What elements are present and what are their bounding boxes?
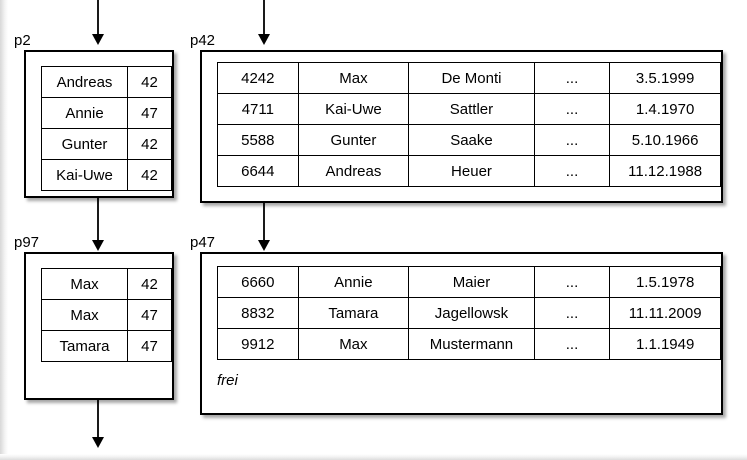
- table-row[interactable]: Kai-Uwe 42: [41, 159, 172, 191]
- cell-id: 4711: [217, 93, 299, 125]
- cell-lastname: Sattler: [408, 93, 535, 125]
- cell-more: ...: [533, 155, 611, 187]
- cell-more: ...: [533, 297, 611, 329]
- cell-name: Gunter: [41, 128, 128, 160]
- arrow-into-p42: [257, 0, 271, 47]
- cell-id: 9912: [217, 328, 299, 360]
- cell-id: 4242: [217, 62, 299, 94]
- cell-id: 8832: [217, 297, 299, 329]
- table-row[interactable]: Annie 47: [41, 97, 172, 129]
- table-row[interactable]: Gunter 42: [41, 128, 172, 160]
- cell-value: 42: [127, 128, 172, 160]
- cell-name: Max: [41, 299, 128, 331]
- cell-value: 42: [127, 159, 172, 191]
- cell-firstname: Max: [297, 328, 410, 360]
- table-row[interactable]: Max 47: [41, 299, 172, 331]
- arrow-p2-to-p97: [91, 197, 105, 253]
- page-box-p47[interactable]: 6660 Annie Maier ... 1.5.1978 8832 Tamar…: [200, 252, 723, 415]
- cell-id: 5588: [217, 124, 299, 156]
- cell-name: Max: [41, 268, 128, 300]
- table-row[interactable]: Max 42: [41, 268, 172, 300]
- page-box-p97[interactable]: Max 42 Max 47 Tamara 47: [24, 252, 174, 400]
- cell-value: 42: [127, 66, 172, 98]
- cell-name: Tamara: [41, 330, 128, 362]
- cell-date: 11.11.2009: [609, 297, 721, 329]
- cell-firstname: Max: [297, 62, 410, 94]
- cell-name: Andreas: [41, 66, 128, 98]
- table-row[interactable]: 5588 Gunter Saake ... 5.10.1966: [217, 124, 721, 156]
- cell-more: ...: [533, 266, 611, 298]
- cell-lastname: Saake: [408, 124, 535, 156]
- cell-value: 47: [127, 299, 172, 331]
- arrow-out-of-p97: [91, 397, 105, 450]
- page-box-p2[interactable]: Andreas 42 Annie 47 Gunter 42 Kai-Uwe 42: [24, 50, 174, 198]
- page-label-p42: p42: [190, 32, 216, 49]
- cell-id: 6644: [217, 155, 299, 187]
- cell-date: 3.5.1999: [609, 62, 721, 94]
- table-p42: 4242 Max De Monti ... 3.5.1999 4711 Kai-…: [217, 62, 721, 187]
- cell-firstname: Andreas: [297, 155, 410, 187]
- cell-firstname: Gunter: [297, 124, 410, 156]
- cell-lastname: Mustermann: [408, 328, 535, 360]
- table-row[interactable]: 8832 Tamara Jagellowsk ... 11.11.2009: [217, 297, 721, 329]
- page-label-p97: p97: [14, 234, 40, 251]
- cell-name: Kai-Uwe: [41, 159, 128, 191]
- table-p47: 6660 Annie Maier ... 1.5.1978 8832 Tamar…: [217, 266, 721, 360]
- page-edge-bottom: [0, 454, 747, 460]
- cell-more: ...: [533, 93, 611, 125]
- page-edge-left: [0, 0, 8, 460]
- cell-more: ...: [533, 124, 611, 156]
- cell-value: 47: [127, 97, 172, 129]
- table-row[interactable]: 6660 Annie Maier ... 1.5.1978: [217, 266, 721, 298]
- table-row[interactable]: Tamara 47: [41, 330, 172, 362]
- cell-date: 1.5.1978: [609, 266, 721, 298]
- cell-firstname: Kai-Uwe: [297, 93, 410, 125]
- page-label-p47: p47: [190, 234, 216, 251]
- table-p97: Max 42 Max 47 Tamara 47: [41, 268, 172, 362]
- cell-name: Annie: [41, 97, 128, 129]
- cell-more: ...: [533, 62, 611, 94]
- table-row[interactable]: 4711 Kai-Uwe Sattler ... 1.4.1970: [217, 93, 721, 125]
- table-row[interactable]: Andreas 42: [41, 66, 172, 98]
- cell-lastname: Jagellowsk: [408, 297, 535, 329]
- cell-lastname: Maier: [408, 266, 535, 298]
- cell-id: 6660: [217, 266, 299, 298]
- free-space-label: frei: [217, 372, 238, 389]
- cell-lastname: Heuer: [408, 155, 535, 187]
- cell-more: ...: [533, 328, 611, 360]
- arrow-p42-to-p47: [257, 200, 271, 253]
- cell-firstname: Tamara: [297, 297, 410, 329]
- page-box-p42[interactable]: 4242 Max De Monti ... 3.5.1999 4711 Kai-…: [200, 50, 723, 203]
- page-label-p2: p2: [14, 32, 31, 49]
- cell-date: 1.1.1949: [609, 328, 721, 360]
- arrow-into-p2: [91, 0, 105, 47]
- table-p2: Andreas 42 Annie 47 Gunter 42 Kai-Uwe 42: [41, 66, 172, 191]
- cell-date: 11.12.1988: [609, 155, 721, 187]
- cell-lastname: De Monti: [408, 62, 535, 94]
- cell-value: 42: [127, 268, 172, 300]
- cell-value: 47: [127, 330, 172, 362]
- cell-date: 5.10.1966: [609, 124, 721, 156]
- table-row[interactable]: 4242 Max De Monti ... 3.5.1999: [217, 62, 721, 94]
- cell-date: 1.4.1970: [609, 93, 721, 125]
- table-row[interactable]: 9912 Max Mustermann ... 1.1.1949: [217, 328, 721, 360]
- cell-firstname: Annie: [297, 266, 410, 298]
- table-row[interactable]: 6644 Andreas Heuer ... 11.12.1988: [217, 155, 721, 187]
